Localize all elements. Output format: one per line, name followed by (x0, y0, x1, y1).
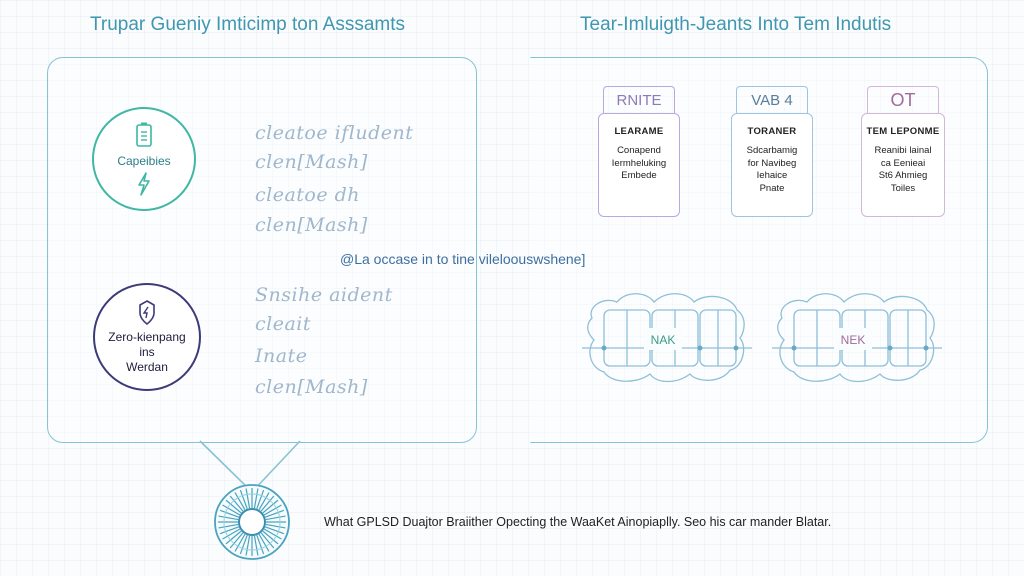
lightning-icon (138, 172, 150, 196)
left-title: Trupar Gueniy Imticimp ton Asssamts (90, 14, 406, 35)
note-bottom-3: Inate (255, 345, 308, 367)
card-body: TORANER Sdcarbamig for Navibeg Iehaice P… (731, 113, 813, 217)
note-bottom-2: cleait (255, 313, 312, 335)
network-right: NEK (772, 293, 942, 383)
zero-label-line-1: Zero-kienpang (108, 329, 186, 344)
card-heading: TEM LEPONME (866, 126, 940, 137)
card-line: Reanibi lainal (874, 144, 932, 156)
network-left: NAK (582, 293, 752, 383)
right-title: Tear-Imluigth-Jeants Into Tem Indutis (580, 14, 892, 35)
note-top-3: cleatoe dh (255, 184, 361, 206)
card-line: Toiles (890, 183, 916, 195)
card-body: TEM LEPONME Reanibi lainal ca Eenieai St… (861, 113, 945, 217)
card-tab: VAB 4 (736, 86, 808, 113)
card-line: Conapend (617, 144, 661, 156)
card-body: LEARAME Conapend Iermheluking Embede (598, 113, 680, 217)
card-line: Iermheluking (611, 157, 667, 169)
note-top-1: cleatoe ifludent (255, 122, 414, 144)
card-tab: RNITE (603, 86, 675, 113)
card-line: St6 Ahmieg (878, 170, 928, 182)
card-heading: LEARAME (614, 126, 664, 137)
note-bottom-1: Snsihe aident (255, 284, 393, 306)
network-label: NAK (651, 333, 676, 347)
card-heading: TORANER (747, 126, 797, 137)
card-line: Iehaice (756, 170, 788, 182)
zero-label-line-3: Werdan (126, 359, 168, 374)
capabilities-label: Capeibies (117, 153, 171, 168)
card-line: Pnate (759, 183, 785, 195)
card-learame: RNITE LEARAME Conapend Iermheluking Embe… (598, 86, 680, 217)
card-line: for Navibeg (747, 157, 797, 169)
note-top-2: clen[Mash] (255, 151, 368, 173)
battery-icon (136, 122, 152, 147)
shield-icon (139, 299, 155, 325)
card-tab: OT (867, 86, 939, 113)
connector-caption: @La occase in to tine vileloouswshene] (340, 251, 586, 267)
bottom-caption: What GPLSD Duajtor Braiither Opecting th… (324, 515, 832, 529)
card-line: Sdcarbamig (746, 144, 798, 156)
note-top-4: clen[Mash] (255, 214, 368, 236)
zero-node: Zero-kienpang ins Werdan (93, 283, 201, 391)
eye-iris-icon (214, 484, 290, 560)
card-line: Embede (621, 170, 657, 182)
card-line: ca Eenieai (880, 157, 926, 169)
note-bottom-4: clen[Mash] (255, 376, 368, 398)
capabilities-node: Capeibies (92, 107, 196, 211)
zero-label-line-2: ins (139, 344, 155, 359)
card-tem-leponme: OT TEM LEPONME Reanibi lainal ca Eenieai… (861, 86, 945, 217)
card-toraner: VAB 4 TORANER Sdcarbamig for Navibeg Ieh… (731, 86, 813, 217)
network-label: NEK (841, 333, 866, 347)
